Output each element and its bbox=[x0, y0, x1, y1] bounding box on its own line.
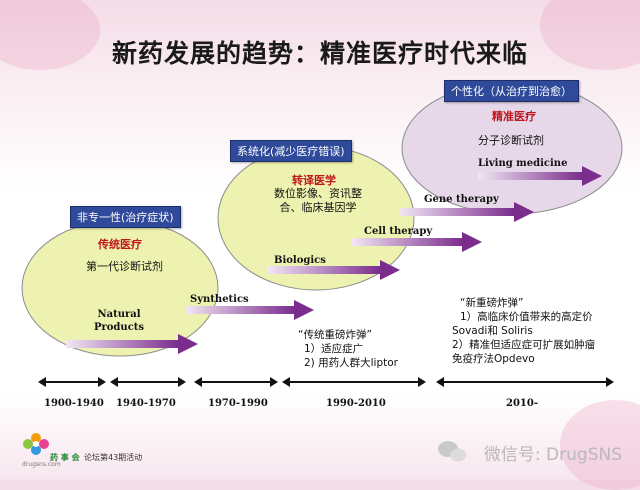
stage-heading-translational: 转译医学 bbox=[292, 174, 336, 187]
notes-1990-line2: 2) 用药人群大liptor bbox=[304, 357, 398, 369]
timeline-arrow-1990-2010 bbox=[282, 377, 426, 387]
arrow-label-natural-products: Natural Products bbox=[84, 308, 154, 334]
arrow-label-gene-therapy: Gene therapy bbox=[424, 194, 499, 205]
notes-1990-title: “传统重磅炸弹” bbox=[298, 329, 372, 341]
stage-tag-nonspecific: 非专一性(治疗症状) bbox=[70, 206, 181, 228]
arrow-label-synthetics: Synthetics bbox=[190, 294, 249, 305]
era-label-1940-1970: 1940-1970 bbox=[116, 398, 176, 409]
arrow-label-cell-therapy: Cell therapy bbox=[364, 226, 433, 237]
stage-heading-traditional: 传统医疗 bbox=[98, 238, 142, 251]
arrow-living-medicine bbox=[478, 166, 602, 186]
timeline-arrow-1970-1990 bbox=[194, 377, 278, 387]
stage-desc-traditional: 第一代诊断试剂 bbox=[86, 260, 163, 273]
logo-flower-icon bbox=[23, 433, 49, 455]
arrow-label-natural-products-line1: Natural bbox=[97, 309, 141, 320]
stage-heading-precision: 精准医疗 bbox=[492, 110, 536, 123]
notes-2010-line2: Sovadi和 Soliris bbox=[452, 325, 533, 337]
wechat-icon bbox=[438, 441, 466, 462]
notes-2010-line3: 2）精准但适应症可扩展如肿瘤 bbox=[452, 339, 596, 351]
slide-title: 新药发展的趋势：精准医疗时代来临 bbox=[111, 39, 528, 68]
notes-1990-2010: “传统重磅炸弹” 1）适应症广 2) 用药人群大liptor bbox=[298, 328, 398, 370]
arrow-cell-therapy bbox=[352, 232, 482, 252]
stage-tag-personalized: 个性化（从治疗到治愈） bbox=[444, 80, 579, 102]
arrow-label-biologics: Biologics bbox=[274, 255, 326, 266]
footer-logo-text: 药 事 会 bbox=[50, 453, 80, 462]
footer-logo-sub: drugsns.com bbox=[22, 461, 61, 468]
stage-tag-systematic: 系统化(减少医疗错误) bbox=[230, 140, 352, 162]
notes-2010-title: “新重磅炸弹” bbox=[460, 297, 524, 309]
era-label-2010: 2010- bbox=[506, 398, 538, 409]
diagram-canvas bbox=[21, 81, 623, 462]
notes-1990-line1: 1）适应症广 bbox=[304, 343, 364, 355]
timeline-arrow-1900-1940 bbox=[38, 377, 106, 387]
arrow-biologics bbox=[268, 260, 400, 280]
stage-desc-translational-line1: 数位影像、资讯整 bbox=[274, 187, 362, 200]
arrow-gene-therapy bbox=[400, 202, 534, 222]
stage-desc-translational: 数位影像、资讯整 合、临床基因学 bbox=[266, 187, 370, 215]
notes-2010-line4: 免疫疗法Opdevo bbox=[452, 353, 535, 365]
timeline-arrow-2010 bbox=[436, 377, 614, 387]
arrow-natural-products bbox=[66, 334, 198, 354]
era-label-1990-2010: 1990-2010 bbox=[326, 398, 386, 409]
wechat-watermark: 微信号: DrugSNS bbox=[483, 445, 622, 465]
decorative-petal bbox=[560, 400, 640, 490]
arrow-label-living-medicine: Living medicine bbox=[478, 158, 568, 169]
arrow-synthetics bbox=[186, 300, 314, 320]
footer-forum-text: 论坛第43期活动 bbox=[84, 453, 143, 462]
notes-2010-line1: 1）高临床价值带来的高定价 bbox=[460, 311, 593, 323]
stage-desc-translational-line2: 合、临床基因学 bbox=[279, 201, 357, 214]
era-label-1970-1990: 1970-1990 bbox=[208, 398, 268, 409]
arrow-label-natural-products-line2: Products bbox=[93, 322, 145, 333]
timeline-arrow-1940-1970 bbox=[110, 377, 186, 387]
notes-2010: “新重磅炸弹” 1）高临床价值带来的高定价 Sovadi和 Soliris 2）… bbox=[452, 296, 595, 366]
era-label-1900-1940: 1900-1940 bbox=[44, 398, 104, 409]
stage-desc-precision: 分子诊断试剂 bbox=[478, 134, 544, 147]
